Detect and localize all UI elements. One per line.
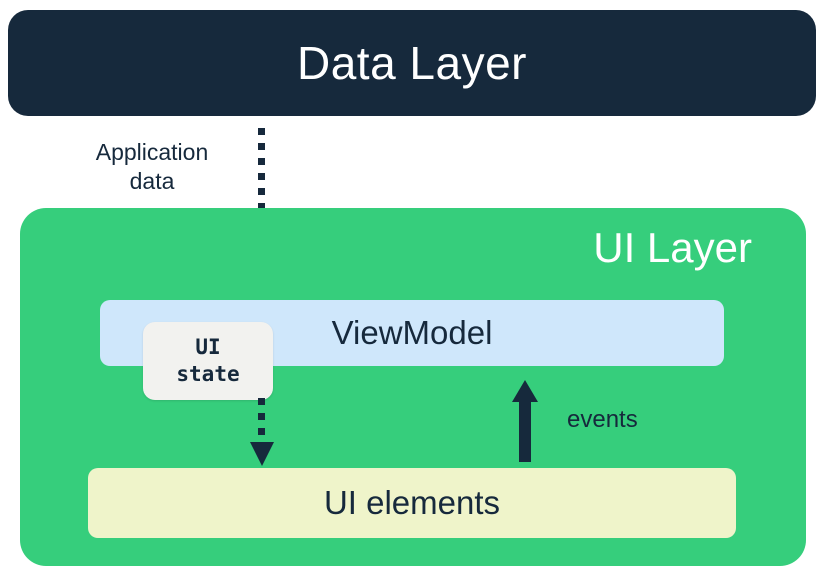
events-label: events: [567, 406, 638, 433]
events-arrow-line: [519, 400, 531, 462]
application-data-label: Application data: [95, 139, 209, 194]
data-layer-box: Data Layer: [8, 10, 816, 116]
ui-state-box: UI state: [143, 322, 273, 400]
application-data-arrow-line: [258, 128, 265, 262]
events-arrowhead-icon: [512, 380, 538, 402]
ui-state-label: UI state: [176, 334, 240, 386]
ui-elements-label: UI elements: [323, 484, 501, 521]
viewmodel-label: ViewModel: [331, 314, 493, 351]
ui-elements-box: UI elements: [88, 468, 736, 538]
ui-state-arrowhead-icon: [250, 442, 274, 466]
ui-layer-label: UI Layer: [593, 224, 752, 271]
data-layer-label: Data Layer: [296, 37, 527, 89]
ui-state-arrow-line: [258, 398, 265, 442]
